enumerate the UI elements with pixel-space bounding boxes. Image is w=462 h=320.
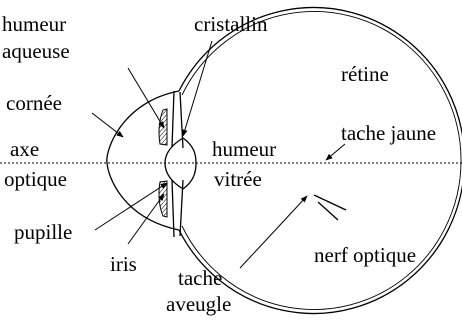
label-humeur-aqueuse-line2: aqueuse: [2, 39, 70, 63]
label-tache-aveugle-line2: aveugle: [166, 292, 231, 316]
pointer-cristallin: [183, 41, 212, 136]
pointer-tache-aveugle: [240, 196, 307, 268]
label-humeur-vitree-line2: vitrée: [214, 167, 262, 191]
cornea: [107, 91, 179, 230]
ciliary-line-upper: [172, 91, 174, 147]
pointer-humeur-aqueuse: [128, 68, 164, 128]
label-axe-optique-line2: optique: [4, 167, 67, 191]
label-retine: rétine: [341, 62, 389, 86]
label-cornee: cornée: [6, 91, 62, 115]
label-humeur-aqueuse-line1: humeur: [2, 12, 66, 36]
label-tache-aveugle-line1: tache: [178, 266, 222, 290]
label-iris: iris: [110, 252, 137, 276]
label-humeur-vitree-line1: humeur: [212, 137, 276, 161]
pointer-tache-jaune: [326, 144, 345, 160]
label-axe-optique-line1: axe: [10, 137, 39, 161]
pointer-cornee: [92, 113, 123, 137]
label-tache-jaune: tache jaune: [341, 121, 436, 145]
label-pupille: pupille: [14, 220, 72, 244]
label-cristallin: cristallin: [194, 12, 268, 36]
label-nerf-optique: nerf optique: [314, 243, 416, 267]
pointer-iris: [128, 194, 164, 244]
